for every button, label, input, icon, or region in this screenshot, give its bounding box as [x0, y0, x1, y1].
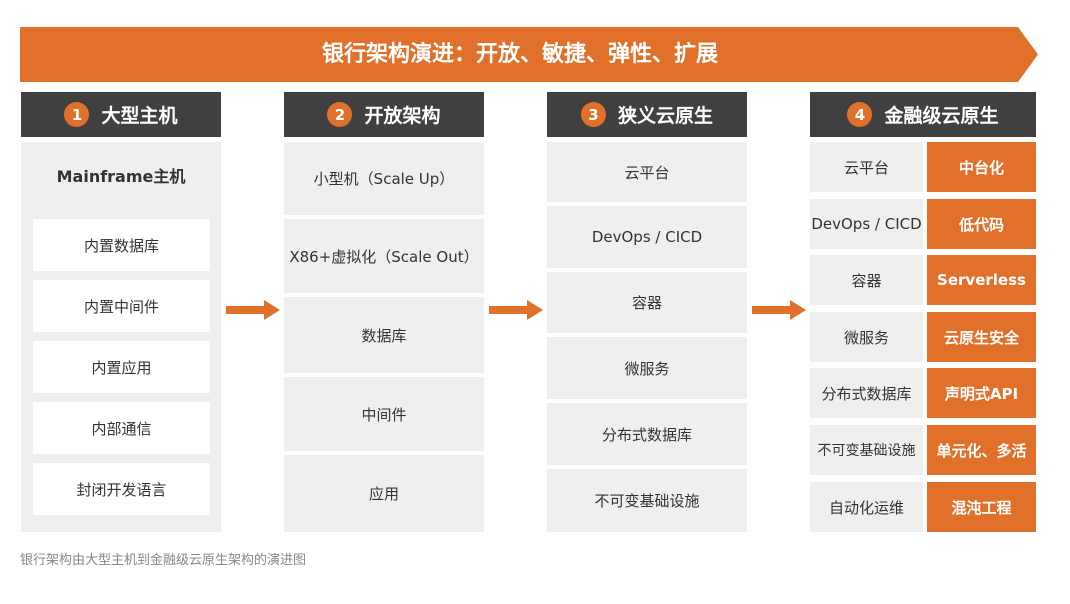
architecture-item: 小型机（Scale Up） [284, 142, 484, 215]
column-narrow-cloud-native: 3 狭义云原生 云平台 DevOps / CICD 容器 微服务 分布式数据库 … [547, 92, 747, 532]
financial-capability-tag: 单元化、多活 [927, 425, 1036, 475]
financial-row: 微服务 云原生安全 [810, 312, 1036, 362]
financial-capability-tag: 云原生安全 [927, 312, 1036, 362]
step-number-badge: 3 [580, 102, 606, 127]
financial-capability-tag: 中台化 [927, 142, 1036, 192]
right-arrow-icon [489, 300, 543, 320]
financial-row: 云平台 中台化 [810, 142, 1036, 192]
mainframe-subtitle: Mainframe主机 [56, 167, 186, 186]
column-header: 2 开放架构 [284, 92, 484, 137]
architecture-item: 应用 [284, 455, 484, 532]
financial-capability-tag: 混沌工程 [927, 482, 1036, 532]
mainframe-item: 内置应用 [33, 341, 210, 393]
mainframe-item: 内置数据库 [33, 219, 210, 271]
mainframe-panel: Mainframe主机 内置数据库 内置中间件 内置应用 内部通信 封闭开发语言 [21, 142, 221, 532]
cloud-native-item: 容器 [547, 272, 747, 333]
step-number-badge: 1 [64, 102, 90, 127]
step-number-badge: 2 [327, 102, 353, 127]
column-mainframe: 1 大型主机 Mainframe主机 内置数据库 内置中间件 内置应用 内部通信… [21, 92, 221, 532]
column-header: 3 狭义云原生 [547, 92, 747, 137]
banner-title: 银行架构演进：开放、敏捷、弹性、扩展 [321, 42, 718, 67]
right-arrow-icon [226, 300, 280, 320]
base-capability-label: 微服务 [810, 312, 923, 362]
base-capability-label: 自动化运维 [810, 482, 923, 532]
base-capability-label: 不可变基础设施 [810, 425, 923, 475]
column-open-architecture: 2 开放架构 小型机（Scale Up） X86+虚拟化（Scale Out） … [284, 92, 484, 532]
cloud-native-item: 分布式数据库 [547, 403, 747, 465]
architecture-item: 中间件 [284, 377, 484, 451]
column-header: 4 金融级云原生 [810, 92, 1036, 137]
financial-capability-tag: 声明式API [927, 368, 1036, 418]
financial-capability-tag: Serverless [927, 255, 1036, 305]
step-number-badge: 4 [847, 102, 873, 127]
column-financial-cloud-native: 4 金融级云原生 云平台 中台化 DevOps / CICD 低代码 容器 Se… [810, 92, 1036, 532]
cloud-native-item: 不可变基础设施 [547, 469, 747, 532]
mainframe-item: 内部通信 [33, 402, 210, 454]
banner-arrow-shape [20, 27, 1038, 82]
financial-row: DevOps / CICD 低代码 [810, 199, 1036, 249]
financial-row: 自动化运维 混沌工程 [810, 482, 1036, 532]
architecture-item: 数据库 [284, 297, 484, 373]
column-header: 1 大型主机 [21, 92, 221, 137]
cloud-native-item: DevOps / CICD [547, 206, 747, 268]
figure-caption: 银行架构由大型主机到金融级云原生架构的演进图 [20, 553, 307, 568]
financial-row: 不可变基础设施 单元化、多活 [810, 425, 1036, 475]
financial-row: 容器 Serverless [810, 255, 1036, 305]
base-capability-label: DevOps / CICD [810, 199, 923, 249]
mainframe-item: 内置中间件 [33, 280, 210, 332]
column-title: 开放架构 [364, 105, 441, 127]
base-capability-label: 容器 [810, 255, 923, 305]
column-title: 狭义云原生 [617, 105, 713, 127]
title-banner: 银行架构演进：开放、敏捷、弹性、扩展 [20, 27, 1038, 82]
column-title: 大型主机 [101, 105, 178, 127]
financial-capability-tag: 低代码 [927, 199, 1036, 249]
mainframe-item: 封闭开发语言 [33, 463, 210, 515]
cloud-native-item: 微服务 [547, 337, 747, 399]
architecture-item: X86+虚拟化（Scale Out） [284, 219, 484, 293]
base-capability-label: 云平台 [810, 142, 923, 192]
financial-row: 分布式数据库 声明式API [810, 368, 1036, 418]
base-capability-label: 分布式数据库 [810, 368, 923, 418]
cloud-native-item: 云平台 [547, 142, 747, 202]
right-arrow-icon [752, 300, 806, 320]
column-title: 金融级云原生 [884, 105, 999, 127]
